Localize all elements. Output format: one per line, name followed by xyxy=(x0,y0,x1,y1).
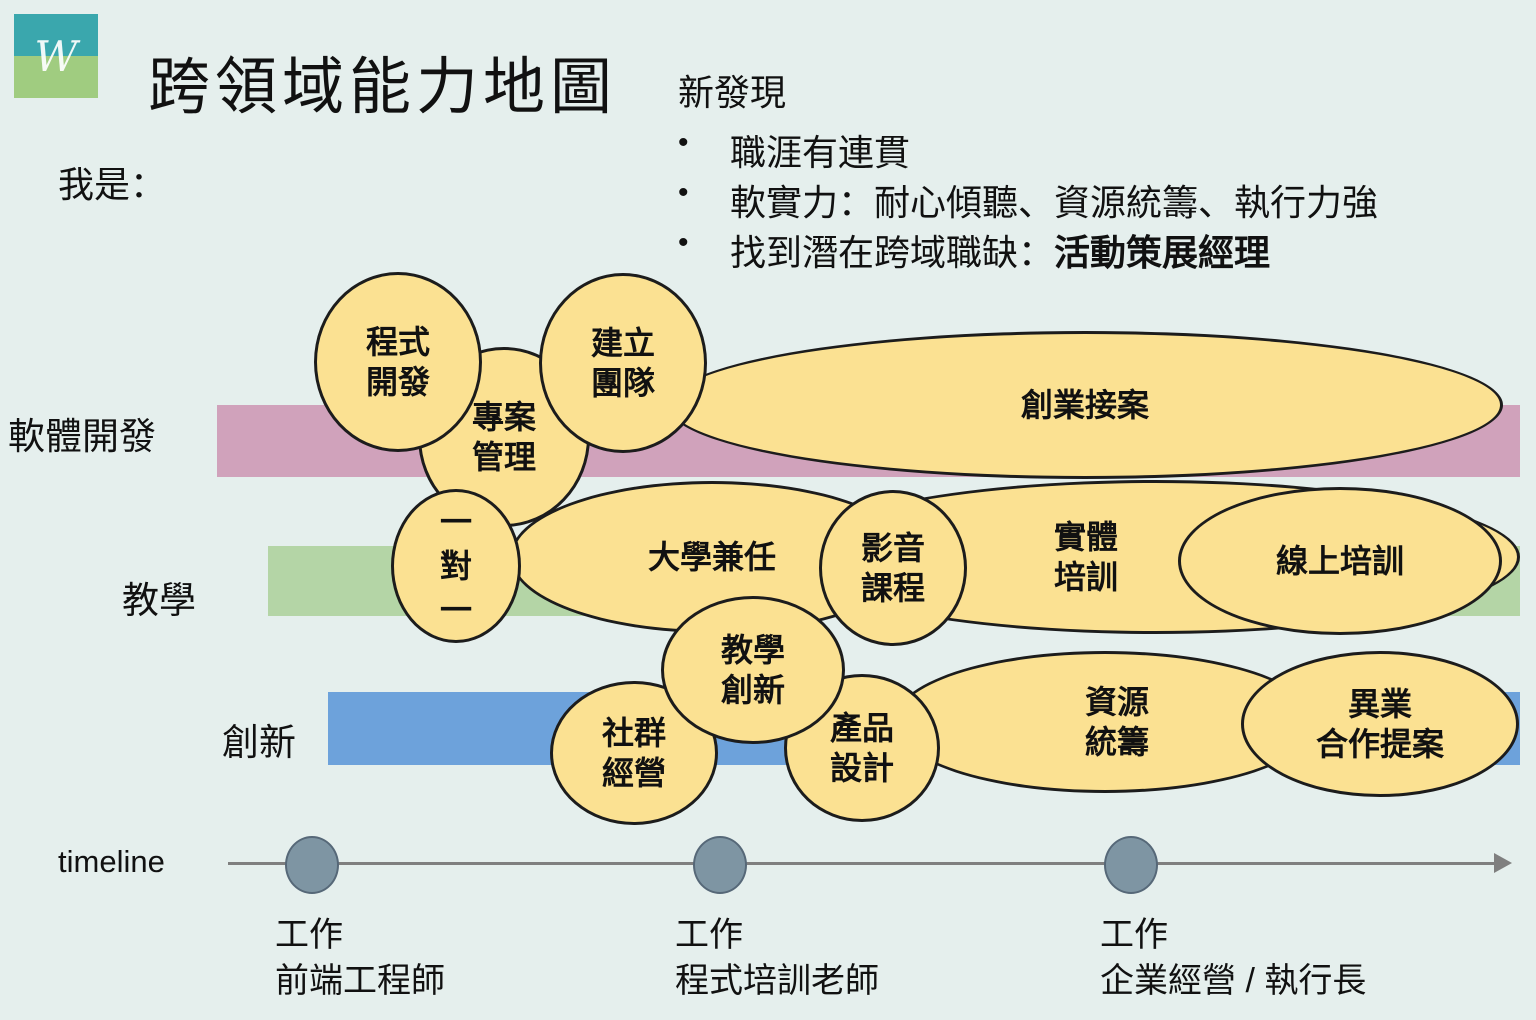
finding-item: • 找到潛在跨域職缺：活動策展經理 xyxy=(678,224,1508,274)
milestone-kind: 工作 xyxy=(275,916,343,954)
bullet-icon: • xyxy=(678,226,689,259)
bubble-teaching-innovation: 教學 創新 xyxy=(661,596,845,744)
bubble-project-management: 專案 管理 xyxy=(418,347,590,527)
brand-logo: W xyxy=(14,14,98,98)
page-title: 跨領域能力地圖 xyxy=(148,53,618,122)
milestone-kind: 工作 xyxy=(675,916,743,954)
row-label-teaching: 教學 xyxy=(122,580,196,621)
bubble-label: 資源 統籌 xyxy=(1084,684,1149,760)
finding-text: 找到潛在跨域職缺：活動策展經理 xyxy=(730,224,1270,276)
bubble-cross-industry-proposal: 異業 合作提案 xyxy=(1241,651,1519,797)
bubble-label: 專案 管理 xyxy=(471,399,536,475)
milestone-role: 企業經營 / 執行長 xyxy=(1100,962,1367,1000)
finding-item: • 職涯有連貫 xyxy=(678,124,1508,174)
finding-text-highlight: 活動策展經理 xyxy=(1054,232,1271,273)
milestone-role: 程式培訓老師 xyxy=(675,962,879,1000)
milestone-frontend-engineer: 工作 前端工程師 xyxy=(275,912,445,1004)
row-label-innovation: 創新 xyxy=(222,722,296,763)
logo-letter: W xyxy=(34,31,78,81)
bubble-label: 影音 課程 xyxy=(860,530,925,606)
bubble-label: 實體 培訓 xyxy=(1053,519,1119,595)
bubble-team-building: 建立 團隊 xyxy=(539,273,707,453)
bubble-coding: 程式 開發 xyxy=(314,272,482,452)
timeline-dot-3 xyxy=(1104,836,1158,894)
bubble-label: 程式 開發 xyxy=(365,324,430,400)
findings-panel: 新發現 • 職涯有連貫 • 軟實力：耐心傾聽、資源統籌、執行力強 • 找到潛在跨… xyxy=(678,64,1508,274)
i-am-label: 我是： xyxy=(58,164,167,205)
timeline-label: timeline xyxy=(58,844,165,879)
bubble-freelance-startup: 創業接案 xyxy=(667,331,1503,479)
milestone-kind: 工作 xyxy=(1100,916,1168,954)
logo-teal-half xyxy=(14,14,98,56)
bullet-icon: • xyxy=(678,176,689,209)
bubble-online-training: 線上培訓 xyxy=(1178,487,1502,635)
bubble-label: 產品 設計 xyxy=(829,710,894,786)
milestone-role: 前端工程師 xyxy=(275,962,445,1000)
timeline-dot-1 xyxy=(285,836,339,894)
bubble-label: 創業接案 xyxy=(1020,387,1149,423)
bubble-one-on-one: 一 對 一 xyxy=(391,489,521,643)
row-label-software: 軟體開發 xyxy=(8,416,156,457)
timeline-dot-2 xyxy=(693,836,747,894)
bubble-label: 教學 創新 xyxy=(720,632,785,708)
finding-text-prefix: 找到潛在跨域職缺： xyxy=(730,232,1055,273)
milestone-ceo: 工作 企業經營 / 執行長 xyxy=(1100,912,1366,1004)
bubble-label: 一 對 一 xyxy=(439,504,472,628)
bubble-label: 異業 合作提案 xyxy=(1315,686,1444,762)
finding-text: 軟實力：耐心傾聽、資源統籌、執行力強 xyxy=(730,182,1379,223)
finding-item: • 軟實力：耐心傾聽、資源統籌、執行力強 xyxy=(678,174,1508,224)
bubble-label: 社群 經營 xyxy=(601,715,666,791)
bubble-label: 建立 團隊 xyxy=(590,325,655,401)
logo-green-half xyxy=(14,56,98,98)
bubble-label: 大學兼任 xyxy=(647,539,776,575)
bullet-icon: • xyxy=(678,126,689,159)
timeline-arrowhead-icon xyxy=(1494,853,1512,873)
bubble-video-courses: 影音 課程 xyxy=(819,490,967,646)
timeline-axis xyxy=(228,862,1496,865)
bubble-label: 線上培訓 xyxy=(1275,543,1404,579)
milestone-coding-trainer: 工作 程式培訓老師 xyxy=(675,912,879,1004)
finding-text: 職涯有連貫 xyxy=(730,132,911,173)
findings-heading: 新發現 xyxy=(678,72,787,113)
